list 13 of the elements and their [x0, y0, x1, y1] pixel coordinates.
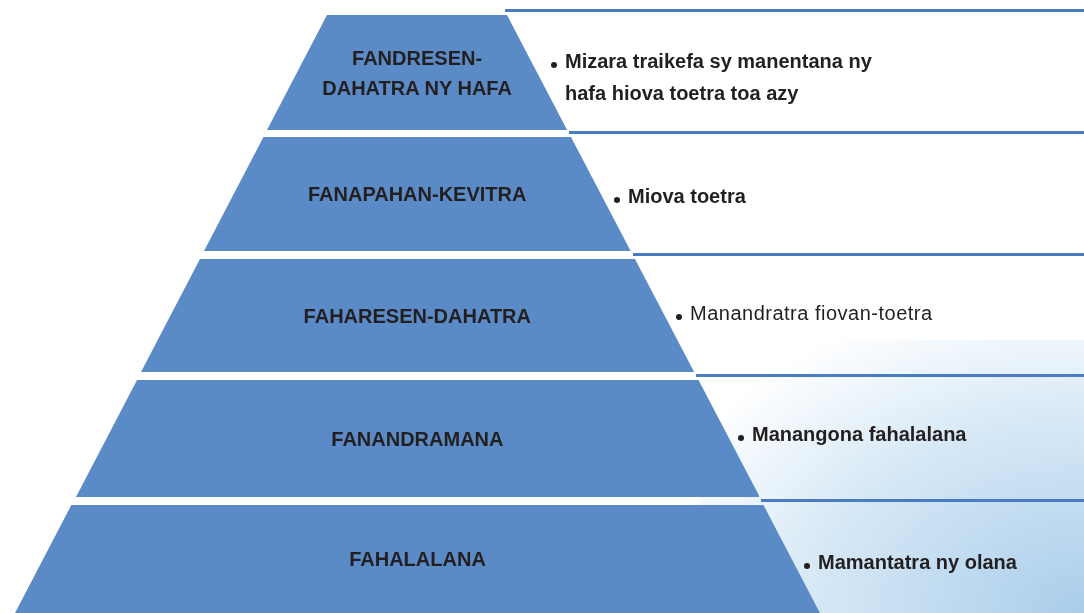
description-text: Miova toetra — [628, 184, 746, 209]
level-label: FAHALALANA — [349, 547, 486, 572]
pyramid-level — [267, 15, 568, 130]
pyramid-level — [203, 137, 631, 251]
description-text: Mizara traikefa sy manentana ny hafa hiova toetra toa azy — [565, 49, 873, 106]
description-text: Mamantatra ny olana — [818, 550, 1017, 575]
pyramid-level — [15, 505, 820, 613]
level-label: FAHARESEN-DAHATRA — [303, 303, 531, 329]
level-label: FANDRESEN- DAHATRA NY HAFA — [321, 45, 513, 101]
level-label: FANANDRAMANA — [331, 426, 504, 452]
description-text: Manangona fahalalana — [752, 422, 967, 447]
level-label: FANAPAHAN-KEVITRA — [307, 182, 527, 207]
description-text: Manandratra fiovan-toetra — [690, 301, 933, 326]
